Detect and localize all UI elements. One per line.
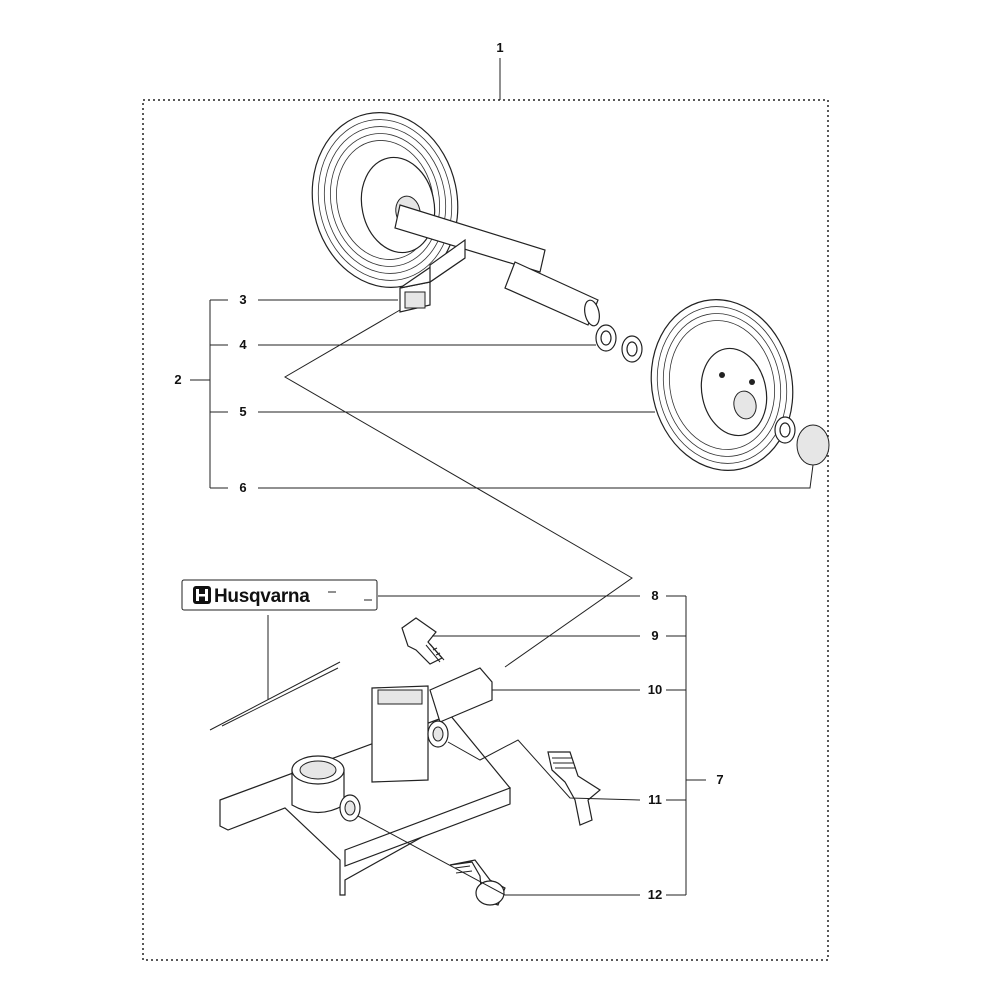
callout-12: 12: [648, 887, 662, 902]
hub-washer-and-cap: [774, 416, 830, 466]
callout-5: 5: [239, 404, 246, 419]
husqvarna-crown-h-logo-icon: [193, 586, 211, 604]
assembly-guide-lines: [284, 309, 633, 668]
callout-group-2: [190, 299, 814, 489]
callout-6: 6: [239, 480, 246, 495]
husqvarna-decal-8: Husqvarna: [181, 579, 378, 611]
front-wheel: [650, 299, 794, 471]
callout-4: 4: [239, 337, 247, 352]
decal-brand-text: Husqvarna: [214, 586, 310, 607]
callout-group-7: [357, 595, 706, 896]
hose-nipple-11: [547, 751, 602, 826]
callout-8: 8: [651, 588, 658, 603]
cut-guide-lines: [209, 615, 341, 731]
axle-assembly: [394, 204, 600, 327]
base-bracket: [219, 667, 511, 896]
callout-7: 7: [716, 772, 723, 787]
plug-12: [449, 859, 506, 906]
callout-3: 3: [239, 292, 246, 307]
callout-9: 9: [651, 628, 658, 643]
callout-11: 11: [648, 792, 662, 807]
washer-pair-4: [595, 324, 643, 363]
callout-10: 10: [648, 682, 662, 697]
callout-1: 1: [496, 40, 503, 55]
knob-screw-9: [401, 617, 445, 665]
callout-2: 2: [174, 372, 181, 387]
assembly-frame: [142, 99, 829, 961]
